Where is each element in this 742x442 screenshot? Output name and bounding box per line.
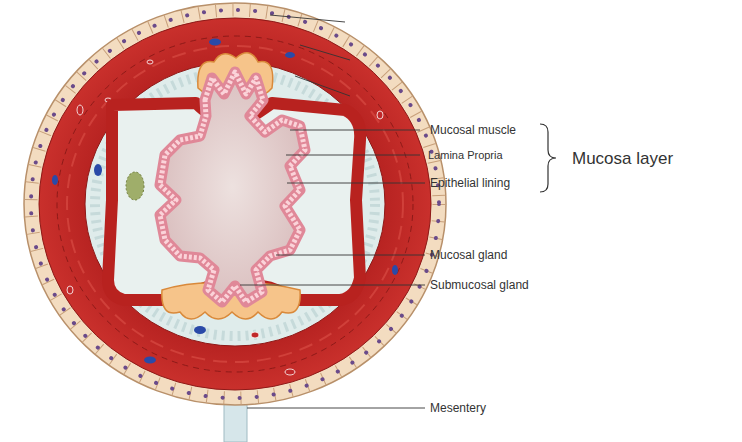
serosa-cells — [31, 10, 439, 398]
part-label: Mesentery — [430, 402, 486, 414]
muscularis-externa — [39, 18, 431, 390]
part-label: Mucosal gland — [430, 249, 507, 261]
serosa-nuclei — [31, 10, 439, 398]
part-label: Submucosal gland — [430, 279, 529, 291]
mucosa-brace — [540, 124, 556, 192]
part-label: Mucosa layer — [572, 150, 673, 167]
submucosa-texture — [95, 72, 375, 336]
serosa — [24, 3, 446, 405]
part-label: Mucosal muscle — [430, 124, 516, 136]
leader-lines — [240, 15, 425, 408]
muscle-fibers — [67, 46, 403, 362]
part-label: Epithelial lining — [430, 177, 510, 189]
blood-vessels — [52, 39, 398, 376]
submucosa — [85, 62, 385, 346]
epithelial-cells — [160, 72, 305, 302]
lymph-nodule — [126, 172, 144, 200]
epithelial-lining — [160, 72, 305, 302]
muscle-divider — [57, 36, 413, 372]
part-label: Lamina Propria — [428, 150, 503, 161]
